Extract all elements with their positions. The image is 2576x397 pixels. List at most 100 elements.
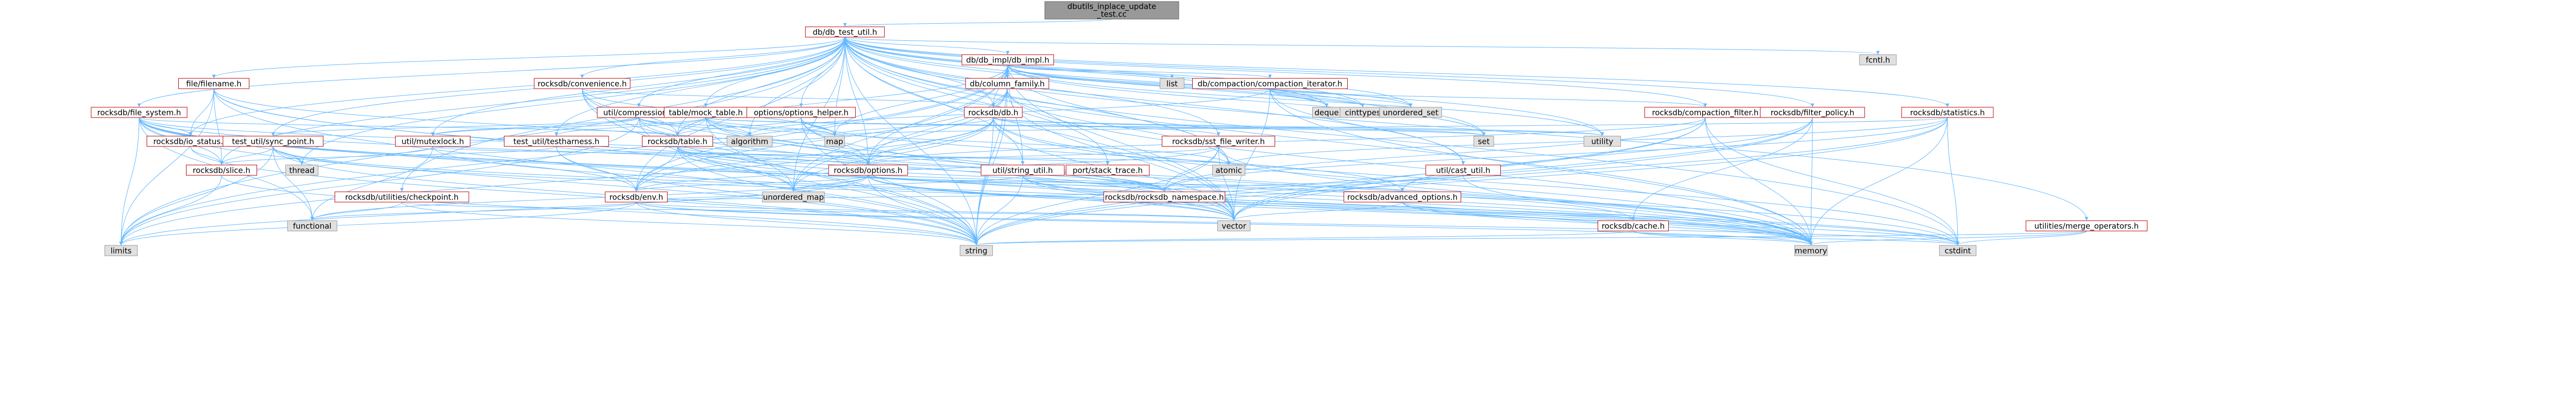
node-thread[interactable]: thread — [285, 164, 319, 176]
node-mutexlock[interactable]: util/mutexlock.h — [395, 136, 471, 147]
edge-dbtest-to-filesystem — [137, 37, 845, 107]
node-box — [285, 164, 319, 176]
node-colfam[interactable]: db/column_family.h — [965, 78, 1049, 89]
node-vector[interactable]: vector — [1217, 220, 1251, 231]
node-label: test_util/sync_point.h — [232, 137, 314, 147]
node-castutil[interactable]: util/cast_util.h — [1425, 164, 1501, 176]
edge-env-to-vector — [636, 202, 1236, 221]
edge-mocktable-to-string — [705, 117, 978, 245]
node-list[interactable]: list — [1160, 78, 1184, 89]
edge-dbtest-to-algorithm — [748, 37, 845, 136]
node-dbimpl[interactable]: db/db_impl/db_impl.h — [961, 54, 1054, 65]
node-cache[interactable]: rocksdb/cache.h — [1598, 220, 1669, 231]
node-mergeops[interactable]: utilities/merge_operators.h — [2025, 220, 2148, 231]
node-syncpoint[interactable]: test_util/sync_point.h — [223, 136, 324, 147]
node-env[interactable]: rocksdb/env.h — [605, 191, 668, 203]
node-namespace[interactable]: rocksdb/rocksdb_namespace.h — [1103, 191, 1226, 203]
edge-cache-to-cstdint — [1633, 230, 1960, 245]
node-filename[interactable]: file/filename.h — [178, 78, 249, 89]
node-set[interactable]: set — [1473, 136, 1494, 147]
node-limits[interactable]: limits — [104, 245, 138, 256]
node-label: string — [965, 246, 987, 256]
edge-slice-to-string — [221, 175, 978, 245]
edge-filename-to-slice — [213, 88, 224, 165]
edge-layer — [119, 19, 2089, 245]
edge-statistics-to-memory — [1809, 117, 1948, 245]
node-box — [223, 136, 324, 147]
edge-dbtest-to-thread — [300, 37, 845, 165]
node-optionshelper[interactable]: options/options_helper.h — [747, 107, 856, 118]
node-slice[interactable]: rocksdb/slice.h — [186, 164, 257, 176]
node-memory[interactable]: memory — [1794, 245, 1828, 256]
edge-convenience-to-string — [582, 88, 978, 245]
node-stacktrace[interactable]: port/stack_trace.h — [1065, 164, 1150, 176]
node-box — [287, 220, 337, 231]
node-table[interactable]: rocksdb/table.h — [642, 136, 713, 147]
edge-table-to-unordered_map — [677, 146, 795, 192]
node-sstwriter[interactable]: rocksdb/sst_file_writer.h — [1162, 136, 1275, 147]
node-dbtest[interactable]: db/db_test_util.h — [805, 26, 885, 38]
node-convenience[interactable]: rocksdb/convenience.h — [534, 78, 631, 89]
node-root[interactable]: dbutils_inplace_update_test.cc — [1044, 1, 1179, 20]
node-compfilter[interactable]: rocksdb/compaction_filter.h — [1644, 107, 1767, 118]
edge-stringutil-to-unordered_map — [791, 175, 1023, 192]
node-box — [1379, 107, 1442, 118]
edge-compression-to-mutexlock — [431, 117, 639, 136]
edge-dbtest-to-options — [844, 37, 870, 165]
node-map[interactable]: map — [824, 136, 845, 147]
node-label: port/stack_trace.h — [1073, 166, 1143, 176]
node-options[interactable]: rocksdb/options.h — [828, 164, 908, 176]
node-label: limits — [111, 246, 132, 256]
edge-dbtest-to-castutil — [844, 37, 1465, 165]
node-compression[interactable]: util/compression.h — [597, 107, 681, 118]
node-filesystem[interactable]: rocksdb/file_system.h — [91, 107, 188, 118]
node-label: set — [1478, 137, 1490, 146]
node-utility[interactable]: utility — [1583, 136, 1621, 147]
node-algorithm[interactable]: algorithm — [726, 136, 773, 147]
edge-rocksdbdb-to-memory — [993, 117, 1813, 245]
node-functional[interactable]: functional — [287, 220, 337, 231]
node-box — [1901, 107, 1994, 118]
node-label: thread — [289, 166, 314, 175]
node-cstdint[interactable]: cstdint — [1939, 245, 1977, 256]
node-compiter[interactable]: db/compaction/compaction_iterator.h — [1192, 78, 1348, 89]
node-fcntl[interactable]: fcntl.h — [1859, 54, 1897, 65]
node-label: unordered_set — [1383, 108, 1438, 118]
node-label: algorithm — [731, 137, 768, 146]
node-box — [762, 191, 825, 203]
node-statistics[interactable]: rocksdb/statistics.h — [1901, 107, 1994, 118]
node-mocktable[interactable]: table/mock_table.h — [664, 107, 748, 118]
edge-rocksdbdb-to-env — [634, 117, 994, 192]
node-deque[interactable]: deque — [1312, 107, 1341, 118]
node-string[interactable]: string — [959, 245, 993, 256]
edge-mocktable-to-atomic — [705, 117, 1231, 165]
node-filterpolicy[interactable]: rocksdb/filter_policy.h — [1760, 107, 1865, 118]
node-advopts[interactable]: rocksdb/advanced_options.h — [1343, 191, 1462, 203]
edge-filename-to-string — [213, 88, 978, 245]
node-label: rocksdb/compaction_filter.h — [1652, 108, 1759, 118]
edge-dbtest-to-convenience — [580, 37, 845, 78]
node-box — [1044, 1, 1179, 20]
node-rocksdbdb[interactable]: rocksdb/db.h — [964, 107, 1023, 118]
edge-options-to-env — [634, 175, 869, 192]
node-box — [186, 164, 257, 176]
edge-compfilter-to-memory — [1705, 117, 1813, 245]
edge-dbtest-to-filterpolicy — [844, 37, 1815, 107]
edge-filterpolicy-to-cache — [1631, 117, 1813, 221]
node-testharness[interactable]: test_util/testharness.h — [504, 136, 609, 147]
node-stringutil[interactable]: util/string_util.h — [980, 164, 1065, 176]
node-label: unordered_map — [763, 193, 824, 203]
node-box — [642, 136, 713, 147]
node-label: db/compaction/compaction_iterator.h — [1198, 79, 1343, 89]
node-cinttypes[interactable]: cinttypes — [1340, 107, 1386, 118]
node-unordered_map[interactable]: unordered_map — [762, 191, 825, 203]
node-box — [1473, 136, 1494, 147]
edge-options-to-namespace — [868, 175, 1166, 192]
node-label: dbutils_inplace_update — [1067, 2, 1156, 12]
node-iostatus[interactable]: rocksdb/io_status.h — [146, 136, 235, 147]
node-unordered_set[interactable]: unordered_set — [1379, 107, 1442, 118]
node-checkpoint[interactable]: rocksdb/utilities/checkpoint.h — [334, 191, 469, 203]
node-atomic[interactable]: atomic — [1212, 164, 1246, 176]
node-box — [1160, 78, 1184, 89]
node-label: rocksdb/slice.h — [193, 166, 250, 175]
